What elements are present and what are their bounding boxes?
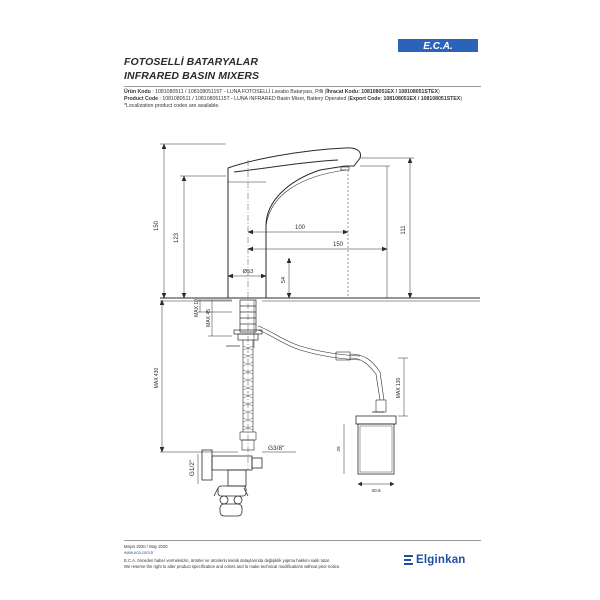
- dim-54-label: 54: [281, 277, 287, 283]
- dim-max430-label: MAX 430: [154, 368, 160, 389]
- product-code-en-text: 1081080511 / 10810805115T - LUNA INFRARE…: [162, 96, 347, 102]
- dim-max130-label: MAX 130: [396, 378, 402, 399]
- battery-box: [355, 411, 397, 475]
- footer-notice-tr: E.C.A. önceden haber vermeksizin, ürünle…: [124, 558, 330, 563]
- footer-notice-en: We reserve the right to alter product sp…: [124, 564, 341, 569]
- product-code-en-label: Product Code: [124, 96, 159, 102]
- sensor-cable: [257, 325, 387, 413]
- dim-max10-label: MAX 10: [194, 299, 200, 317]
- product-code-tr-text: 1081080511 / 10810805115T - LUNA FOTOSEL…: [155, 89, 324, 95]
- product-code-tr: Ürün Kodu : 1081080511 / 10810805115T - …: [124, 89, 440, 95]
- dim-reach-150-label: 150: [333, 242, 344, 248]
- dim-height-overall-label: 150: [154, 220, 160, 231]
- dim-height-111-label: 111: [401, 225, 407, 235]
- dim-g38-label: G3/8": [268, 445, 285, 452]
- eca-logo: E.C.A.: [398, 39, 478, 52]
- elginkan-mark-icon: [404, 555, 413, 565]
- dim-height-123: [180, 175, 226, 299]
- footer-date: Mayıs 2020 / May 2020: [124, 544, 168, 549]
- export-code-en-label: Export Code: [349, 96, 381, 102]
- dim-54: [286, 257, 292, 299]
- dim-box-height-label: 29: [336, 446, 342, 452]
- title-english: INFRARED BASIN MIXERS: [124, 70, 260, 82]
- elginkan-logo: Elginkan: [404, 553, 466, 567]
- product-code-tr-label: Ürün Kodu: [124, 89, 151, 95]
- product-code-en: Product Code : 1081080511 / 10810805115T…: [124, 96, 462, 102]
- title-turkish: FOTOSELLİ BATARYALAR: [124, 56, 259, 68]
- elginkan-brand-text: Elginkan: [416, 554, 466, 566]
- dim-reach-100-label: 100: [295, 225, 306, 231]
- dim-box-width-label: 30.6: [371, 488, 381, 494]
- dim-max45-label: MAX 45: [206, 309, 212, 327]
- braided-hose: [239, 340, 257, 451]
- dim-reach-150: [247, 246, 388, 252]
- dim-base-width-label: Ø53: [243, 269, 253, 275]
- footer-website[interactable]: www.eca.com.tr: [124, 550, 154, 555]
- header-divider: [124, 86, 481, 87]
- dim-height-111: [360, 157, 414, 299]
- dim-reach-100: [247, 229, 349, 235]
- footer-divider: [124, 540, 481, 541]
- export-code-tr-values: 108108051EX / 108108051STEX: [361, 89, 438, 95]
- dim-g12-label: G1/2": [189, 459, 196, 476]
- technical-drawing: 150 123 111 100: [154, 143, 480, 517]
- dim-height-overall: [160, 143, 226, 299]
- mounting-assembly: [226, 299, 263, 348]
- export-code-tr-label: İhracat Kodu: [326, 89, 359, 95]
- dim-height-123-label: 123: [174, 232, 180, 243]
- eca-logo-text: E.C.A.: [423, 41, 452, 52]
- angle-valve: [201, 449, 263, 517]
- dim-base-width: [227, 273, 267, 279]
- export-code-en-values: 108108051EX / 108108051STEX: [383, 96, 461, 102]
- faucet-body: [227, 147, 361, 298]
- localization-note: *Localization product codes are availabl…: [124, 103, 220, 109]
